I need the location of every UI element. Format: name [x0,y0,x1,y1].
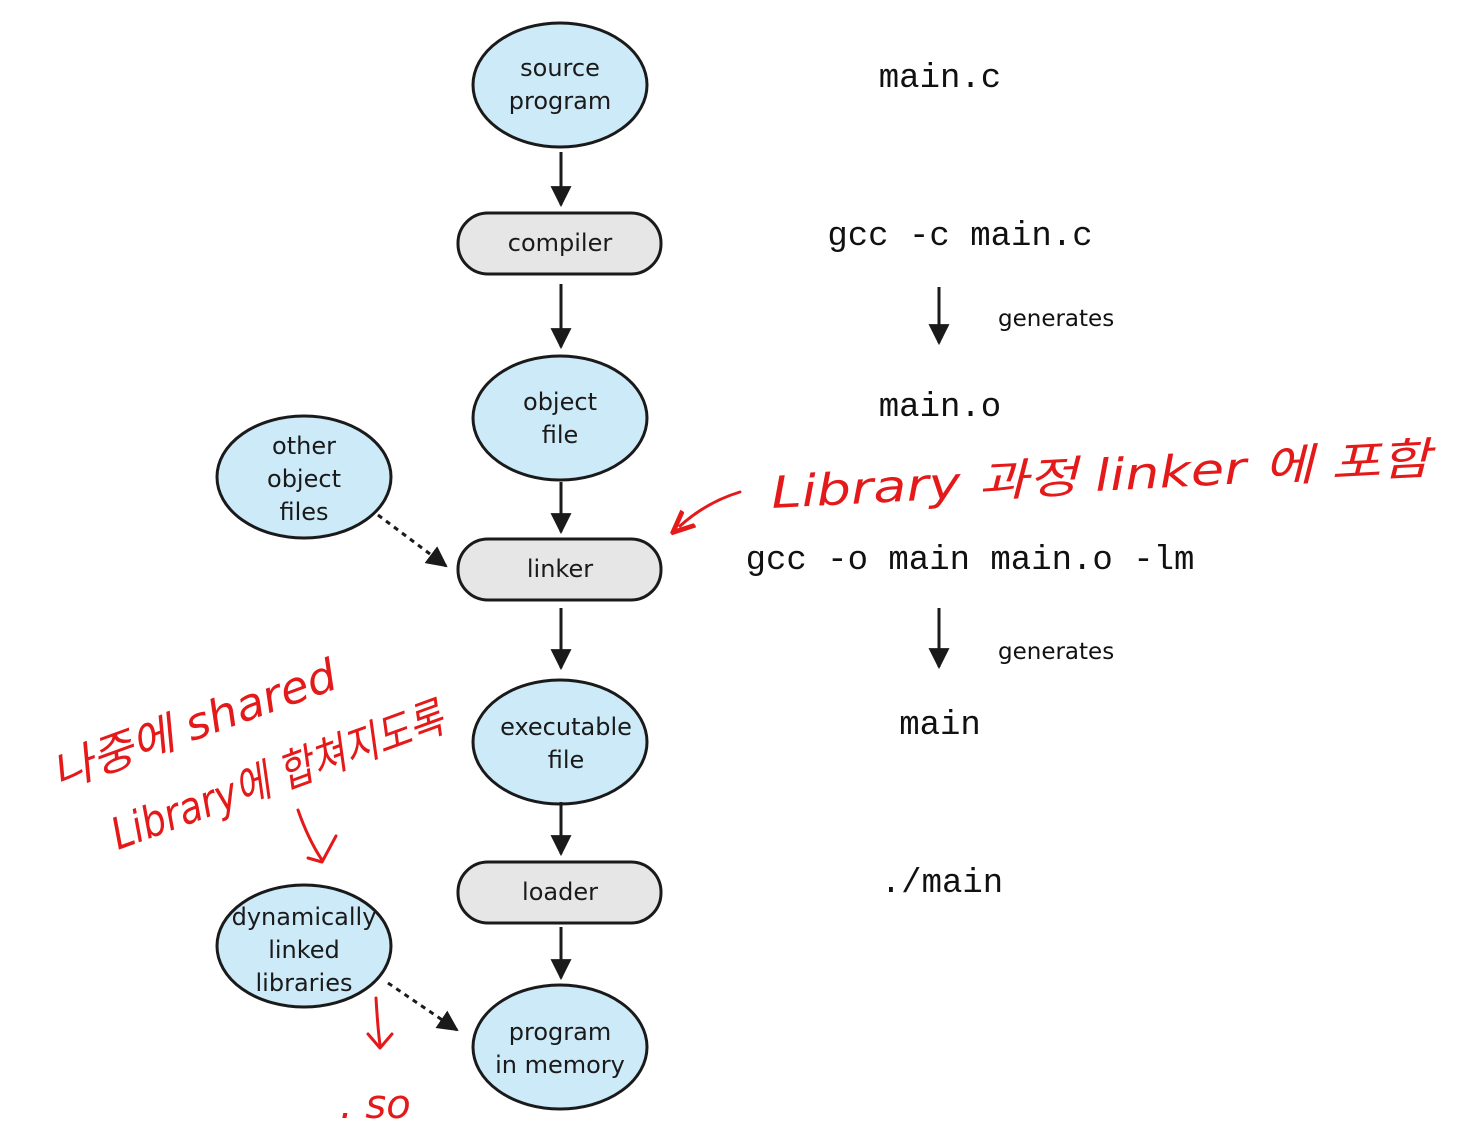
node-object-file: object file [471,354,649,482]
red-arrow-down-1 [296,808,324,862]
node-label: dynamically [232,903,377,931]
node-label: executable [500,713,632,741]
handwritten-annotations: Library 과정 linker 에 포함 나중에 shared Librar… [44,433,1438,1128]
arrow-dll-to-memory [387,981,459,1032]
node-label: libraries [256,969,353,997]
cmd-executable: main [899,707,981,745]
node-linker: linker [456,537,663,602]
node-program-in-memory: program in memory [471,983,649,1111]
node-label: files [279,498,328,526]
node-other-object-files: other object files [215,414,393,540]
arrow-other-objects-to-linker [377,513,448,568]
red-arrow-to-linker [680,490,742,526]
node-label: linked [268,936,340,964]
red-arrow-head-2 [366,1032,394,1050]
label-generates-1: generates [998,306,1114,332]
node-label: file [542,421,579,449]
cmd-compile: gcc -c main.c [827,218,1092,256]
node-dynamically-linked-libraries: dynamically linked libraries [215,883,393,1009]
red-arrow-down-2 [374,996,382,1047]
node-label: program [509,1018,611,1046]
cmd-source-file: main.c [879,60,1001,98]
annotation-so-note: . so [340,1082,411,1128]
cmd-run: ./main [881,865,1003,903]
node-label: file [548,746,585,774]
node-label: in memory [495,1051,625,1079]
node-label: compiler [508,229,613,257]
node-label: object [523,388,597,416]
node-executable-file: executable file [471,678,649,806]
node-label: other [272,432,336,460]
node-label: program [509,87,611,115]
node-source-program: source program [471,21,649,149]
red-arrow-head-1 [306,834,338,864]
cmd-link: gcc -o main main.o -lm [746,542,1195,580]
node-compiler: compiler [456,211,663,276]
node-label: loader [522,878,598,906]
node-label: object [267,465,341,493]
node-label: source [520,54,600,82]
annotation-linker-note: Library 과정 linker 에 포함 [770,433,1439,519]
cmd-object-file: main.o [879,389,1001,427]
node-label: linker [527,555,593,583]
node-loader: loader [456,860,663,925]
label-generates-2: generates [998,639,1114,665]
